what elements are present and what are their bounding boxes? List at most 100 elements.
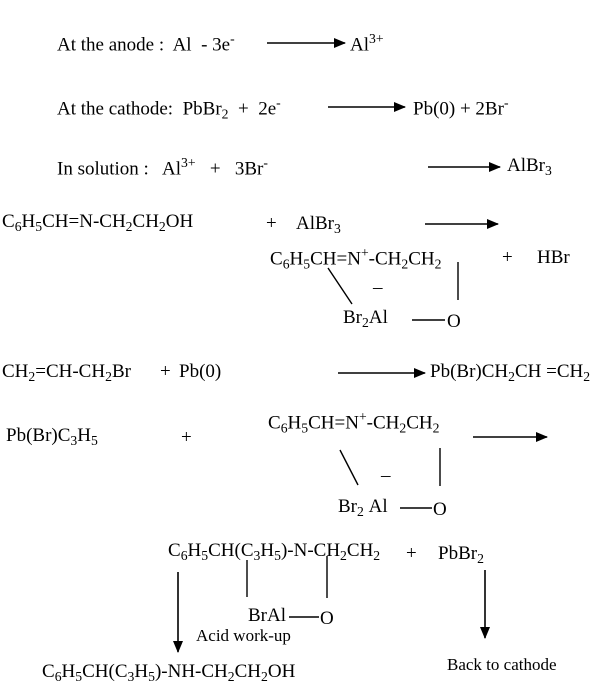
reaction1-bond-n-al <box>327 267 353 305</box>
r1-product-part: H <box>289 248 304 270</box>
reaction4-byproduct: PbBr2 <box>438 544 484 566</box>
r1-ring-part: Br <box>343 307 362 328</box>
final-product: C6H5CH(C3H5)-NH-CH2CH2OH <box>42 662 295 684</box>
solution-reactant2: 3Br <box>234 158 264 180</box>
r4-product-sub: 5 <box>274 547 281 563</box>
cathode-reactant: PbBr <box>182 98 222 120</box>
back-to-cathode-label: Back to cathode <box>447 655 557 674</box>
r2-product-part: Pb(Br)CH <box>430 361 509 382</box>
r1-reactant-part: CH <box>132 211 159 232</box>
reaction1-product-top: C6H5CH=N+-CH2CH2 <box>270 246 442 271</box>
r2-reactant-part: Br <box>111 361 131 382</box>
r4-product-part: CH(C <box>208 540 254 561</box>
reaction2-reactant: CH2=CH-CH2Br <box>2 362 131 384</box>
r1-reagent-sub: 3 <box>334 220 341 236</box>
cathode-plus: + <box>238 98 249 120</box>
r2-product-sub: 2 <box>583 368 591 384</box>
r3-reactant-sub: 3 <box>70 432 78 448</box>
cathode-electrons: 2e <box>258 98 277 120</box>
anode-product-symbol: Al <box>350 34 369 56</box>
reaction1-charge: – <box>373 277 383 298</box>
r3-complex-sub: 2 <box>432 420 440 436</box>
anode-electron-sign: - <box>230 31 235 46</box>
final-sub: 5 <box>148 668 155 684</box>
solution-product: AlBr3 <box>507 156 552 178</box>
r1-reactant-sub: 5 <box>35 218 43 234</box>
solution-reactant2-charge: - <box>263 155 268 170</box>
r1-product-sub: 2 <box>401 256 409 272</box>
reaction1-byproduct: HBr <box>537 247 570 268</box>
final-sub: 2 <box>227 668 235 684</box>
r1-ring-part: Al <box>368 307 388 328</box>
r3-complex-sub: 2 <box>399 420 407 436</box>
reaction2-reagent: Pb(0) <box>179 361 222 382</box>
r1-product-charge: + <box>360 245 369 260</box>
anode-equation: At the anode : Al - 3e- <box>57 32 235 55</box>
reaction1-byproduct-plus: + <box>502 247 513 268</box>
reaction4-ring-o: O <box>320 608 334 629</box>
reaction3-ring-al: Br2 Al <box>338 497 388 519</box>
r4-product-sub: 5 <box>201 547 209 563</box>
r3-complex-part: CH=N <box>308 412 359 434</box>
r1-product-part: C <box>270 248 283 270</box>
r1-reactant-part: OH <box>165 211 194 232</box>
final-sub: 2 <box>261 668 268 684</box>
r1-reactant-sub: 2 <box>125 218 133 234</box>
r4-product-part: )-N-CH <box>280 540 341 561</box>
anode-reactant: Al <box>172 34 192 56</box>
final-part: OH <box>267 661 296 682</box>
r1-product-part: CH=N <box>310 248 361 270</box>
reaction4-product-top: C6H5CH(C3H5)-N-CH2CH2 <box>168 541 380 563</box>
r3-complex-part: -CH <box>366 412 400 434</box>
r1-product-sub: 6 <box>282 256 290 272</box>
r2-reactant-part: =CH-CH <box>35 361 106 382</box>
r2-product-part: CH =CH <box>514 361 584 382</box>
reaction3-reactant: Pb(Br)C3H5 <box>6 426 98 448</box>
r1-reactant-sub: 6 <box>14 218 22 234</box>
final-part: CH <box>234 661 262 682</box>
anode-product-charge: 3+ <box>369 31 384 46</box>
r2-product-sub: 2 <box>508 368 515 384</box>
cathode-equation: At the cathode: PbBr2 + 2e- <box>57 96 281 121</box>
solution-reactant1: Al <box>162 158 182 180</box>
final-part: H <box>61 661 76 682</box>
cathode-reactant-sub: 2 <box>221 106 229 122</box>
final-sub: 5 <box>75 668 83 684</box>
reaction3-complex-top: C6H5CH=N+-CH2CH2 <box>268 410 440 435</box>
r2-reactant-part: CH <box>2 361 29 382</box>
r1-product-part: -CH <box>368 248 402 270</box>
r4-product-part: H <box>260 540 275 561</box>
r4-byproduct-part: PbBr <box>438 543 478 564</box>
final-part: CH(C <box>82 661 128 682</box>
r4-byproduct-sub: 2 <box>477 550 484 566</box>
cathode-electron-sign: - <box>276 95 281 110</box>
reaction1-ring-al: Br2Al <box>343 308 388 330</box>
r3-reactant-sub: 5 <box>90 432 98 448</box>
r3-ring-part: Br <box>338 496 357 517</box>
reaction1-ring-o: O <box>447 311 461 332</box>
cathode-product-charge: - <box>503 95 509 110</box>
r1-reactant-part: H <box>21 211 36 232</box>
solution-reactant1-charge: 3+ <box>181 155 196 170</box>
reaction3-plus: + <box>181 427 192 448</box>
cathode-products: Pb(0) + 2Br- <box>413 96 509 119</box>
reaction1-plus: + <box>266 213 277 234</box>
r1-product-sub: 5 <box>303 256 311 272</box>
r1-ring-sub: 2 <box>362 314 369 330</box>
cathode-label: At the cathode: <box>57 98 174 120</box>
reaction3-bond-n-al <box>339 449 359 486</box>
cathode-product-text: Pb(0) + 2Br <box>413 98 504 120</box>
r3-ring-sub: 2 <box>357 503 364 519</box>
reaction2-plus: + <box>160 361 171 382</box>
r3-ring-part: Al <box>368 496 388 517</box>
r3-complex-sub: 5 <box>301 420 309 436</box>
reaction1-reagent: AlBr3 <box>296 214 341 236</box>
final-part: C <box>42 661 55 682</box>
r4-product-sub: 6 <box>180 547 188 563</box>
reaction3-ring-o: O <box>433 499 447 520</box>
r1-reactant-part: CH=N-CH <box>42 211 126 232</box>
reaction1-reactant: C6H5CH=N-CH2CH2OH <box>2 212 193 234</box>
r4-product-sub: 3 <box>253 547 261 563</box>
r4-product-sub: 2 <box>340 547 347 563</box>
r3-complex-charge: + <box>358 409 367 424</box>
